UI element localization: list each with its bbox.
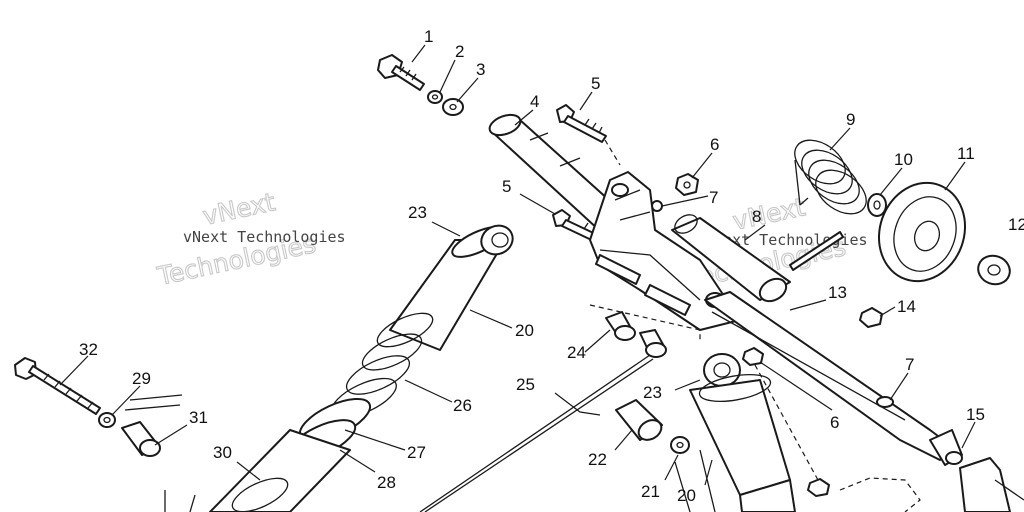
long-bolt-part-32 — [14, 357, 101, 415]
nut-part-14 — [859, 307, 883, 328]
nut-part-6-upper — [675, 173, 699, 196]
callout-22: 22 — [588, 450, 607, 469]
washer-part-3 — [442, 98, 464, 116]
callout-5-lower: 5 — [502, 177, 511, 196]
bracket-assembly — [589, 171, 741, 331]
callout-7-upper: 7 — [709, 188, 718, 207]
washer-part-10 — [867, 193, 887, 217]
spacer-part-12 — [977, 254, 1011, 286]
callout-5-upper: 5 — [591, 74, 600, 93]
callout-9: 9 — [846, 110, 855, 129]
callout-8: 8 — [752, 207, 761, 226]
bushing-part-31 — [121, 394, 183, 457]
idler-wheel-part-11 — [877, 181, 967, 283]
callout-25: 25 — [516, 375, 535, 394]
callout-2: 2 — [455, 42, 464, 61]
callout-24: 24 — [567, 343, 586, 362]
callout-23-left: 23 — [408, 203, 427, 222]
callout-6-upper: 6 — [710, 135, 719, 154]
end-cap-part-15 — [929, 429, 963, 466]
callout-4: 4 — [530, 92, 539, 111]
tube-part-8 — [671, 214, 791, 303]
callout-26: 26 — [453, 396, 472, 415]
callout-20-left: 20 — [515, 321, 534, 340]
svg-text:vNext: vNext — [200, 187, 278, 231]
washer-part-29 — [98, 412, 116, 428]
leader-lines — [59, 44, 976, 486]
callout-10: 10 — [894, 150, 913, 169]
callout-32: 32 — [79, 340, 98, 359]
callout-numbers: 1 2 3 4 5 5 6 6 7 7 8 9 10 11 12 13 14 1… — [79, 27, 1024, 505]
rod-part-8 — [789, 231, 844, 271]
callout-30: 30 — [213, 443, 232, 462]
frame-bracket — [839, 457, 1024, 512]
callout-11: 11 — [957, 144, 975, 163]
bolt-part-5-upper — [556, 104, 607, 143]
rear-shock-assembly — [209, 224, 514, 512]
callout-23-center: 23 — [643, 383, 662, 402]
callout-15: 15 — [966, 405, 985, 424]
callout-21: 21 — [641, 482, 660, 501]
watermark-left: vNext Technologies vNext Technologies — [154, 187, 346, 292]
callout-28: 28 — [377, 473, 396, 492]
bushing-part-24 — [605, 311, 667, 358]
callout-14: 14 — [897, 297, 916, 316]
svg-text:vNext Technologies: vNext Technologies — [183, 228, 346, 246]
callout-1: 1 — [424, 27, 433, 46]
washer-part-21 — [670, 436, 690, 454]
callout-29: 29 — [132, 369, 151, 388]
callout-20-center: 20 — [677, 486, 696, 505]
center-shock-assembly — [674, 353, 796, 512]
torsion-spring-part-9 — [794, 139, 867, 215]
callout-7-lower: 7 — [905, 355, 914, 374]
callout-12: 12 — [1008, 215, 1024, 234]
callout-3: 3 — [476, 60, 485, 79]
bolt-part-1 — [377, 54, 425, 91]
svg-text:vNext: vNext — [730, 192, 808, 236]
callout-6-lower: 6 — [830, 413, 839, 432]
adjuster-part-22 — [615, 399, 663, 441]
callout-13: 13 — [828, 283, 847, 302]
pin-part-7-upper — [651, 200, 663, 212]
callout-31: 31 — [189, 408, 208, 427]
callout-27: 27 — [407, 443, 426, 462]
rod-part-25 — [419, 354, 651, 512]
washer-part-2 — [427, 90, 443, 104]
